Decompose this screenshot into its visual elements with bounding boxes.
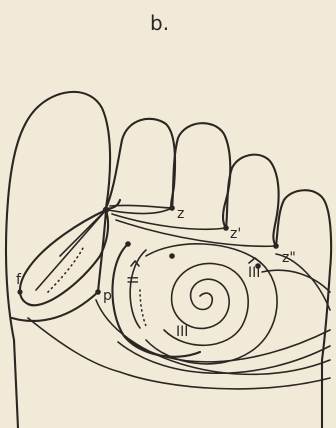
distal-line-1 bbox=[126, 330, 330, 362]
label-III: III bbox=[176, 324, 188, 340]
label-loop-II: II bbox=[126, 261, 142, 284]
label-z1: z' bbox=[230, 226, 241, 242]
triradius-p bbox=[95, 289, 101, 295]
distal-line-2 bbox=[118, 342, 330, 373]
label-p: p bbox=[103, 288, 112, 304]
loop-II-core bbox=[140, 290, 146, 326]
label-II-text: II bbox=[126, 276, 142, 284]
label-III-hat-mark bbox=[249, 258, 261, 263]
label-III-hat-text: III bbox=[248, 265, 260, 281]
thenar-radiant-2 bbox=[36, 210, 106, 290]
loop-II-inner bbox=[130, 250, 146, 328]
hand-outline bbox=[6, 92, 322, 428]
label-loop-III-hat: III bbox=[248, 258, 261, 281]
line-to-p bbox=[98, 210, 106, 292]
label-z: z bbox=[177, 206, 184, 222]
triradius-inner-2 bbox=[169, 253, 175, 259]
line-z bbox=[108, 208, 172, 214]
triradius-z2 bbox=[273, 243, 279, 249]
triradius-a bbox=[103, 207, 109, 213]
digit-2-outline bbox=[106, 119, 175, 208]
line-z2 bbox=[116, 220, 276, 246]
triradius-f bbox=[17, 289, 22, 294]
panel-label: b. bbox=[150, 11, 169, 35]
triradius-z bbox=[169, 205, 175, 211]
line-z1 bbox=[112, 214, 226, 229]
triradius-inner-1 bbox=[125, 241, 131, 247]
crease-f-p bbox=[12, 292, 98, 321]
label-z2: z" bbox=[282, 250, 296, 266]
line-z-upper bbox=[110, 205, 172, 208]
triradius-z1 bbox=[223, 225, 229, 231]
